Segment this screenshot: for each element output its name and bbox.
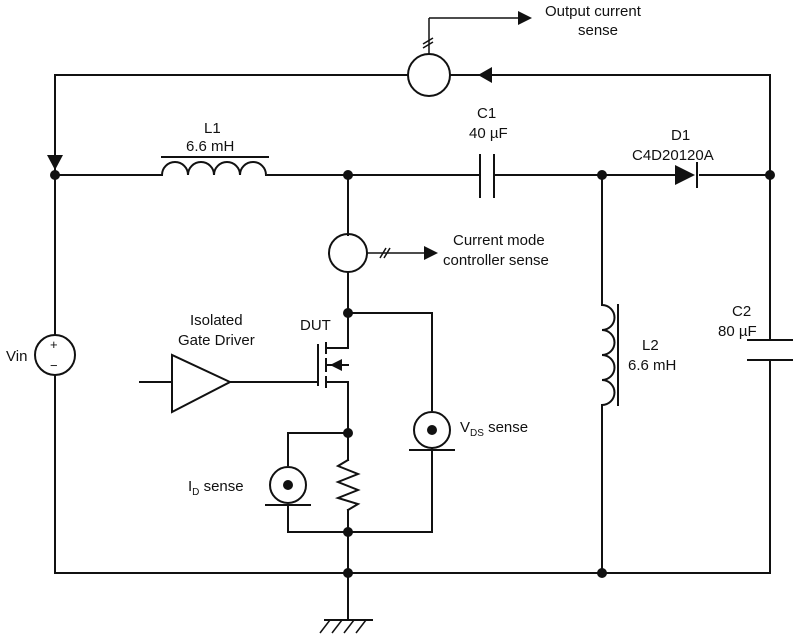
top-loop-wire	[54, 67, 771, 176]
shunt-resistor	[334, 458, 361, 512]
inductor-l1	[160, 156, 269, 177]
id-rest: sense	[199, 478, 243, 495]
gate-driver-label-1: Isolated	[190, 312, 243, 329]
l2-value: 6.6 mH	[628, 357, 676, 374]
l2-name: L2	[642, 337, 659, 354]
ground-rail	[54, 174, 771, 574]
vds-main: V	[460, 419, 470, 436]
diode-d1	[675, 162, 698, 188]
l1-name: L1	[204, 120, 221, 137]
vds-sense-probe	[409, 411, 455, 451]
vin-plus: +	[50, 337, 58, 352]
vin-label: Vin	[6, 348, 27, 365]
vds-sub: DS	[470, 428, 484, 439]
id-main: I	[188, 478, 192, 495]
c2-value: 80 µF	[718, 323, 757, 340]
c1-value: 40 µF	[469, 125, 508, 142]
output-sense-label-2: sense	[578, 22, 618, 39]
capacitor-c2	[747, 339, 793, 361]
output-sense-label-1: Output current	[545, 3, 642, 20]
id-sense-label: ID sense	[188, 478, 244, 498]
c2-name: C2	[732, 303, 751, 320]
dut-label: DUT	[300, 317, 331, 334]
vds-rest: sense	[484, 419, 528, 436]
capacitor-c1	[479, 154, 495, 198]
inductor-l2	[600, 303, 619, 407]
l1-value: 6.6 mH	[186, 138, 234, 155]
id-sub: D	[192, 487, 199, 498]
switch-branch-wire	[287, 174, 433, 621]
cm-sense-label-1: Current mode	[453, 232, 545, 249]
ground-icon	[319, 619, 373, 634]
vin-minus: −	[50, 358, 58, 373]
arrow-down-icon	[47, 155, 63, 170]
d1-name: D1	[671, 127, 690, 144]
mosfet-dut	[229, 342, 349, 388]
output-current-sensor	[407, 11, 532, 97]
cm-sense-label-2: controller sense	[443, 252, 549, 269]
gate-driver-label-2: Gate Driver	[178, 332, 255, 349]
vds-sense-label: VDS sense	[460, 419, 528, 439]
c1-name: C1	[477, 105, 496, 122]
junction-dots	[50, 170, 775, 578]
voltage-source-vin	[34, 334, 76, 376]
isolated-gate-driver	[139, 353, 233, 414]
d1-part: C4D20120A	[632, 147, 714, 164]
id-sense-probe	[265, 466, 311, 506]
controller-current-sensor	[328, 233, 438, 273]
